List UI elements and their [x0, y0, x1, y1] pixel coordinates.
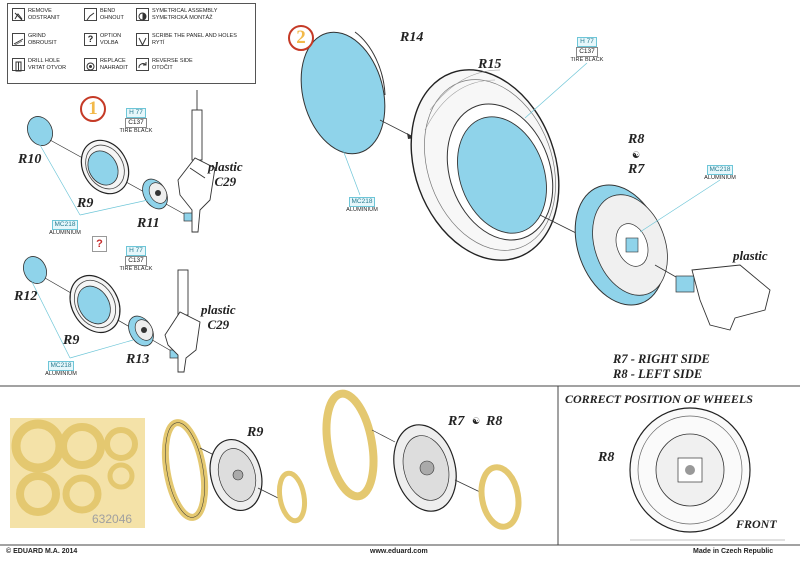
plastic-strut-label: plastic — [733, 248, 768, 263]
mask-sheet — [10, 418, 145, 528]
part-label-r9-mask: R9 — [247, 425, 264, 440]
bend-icon — [84, 8, 97, 21]
drill-hole-icon — [12, 58, 25, 72]
symmetrical-icon-r7r8: ☯ — [632, 150, 641, 160]
step-1-badge: 1 — [80, 96, 106, 122]
part-label-r9: R9 — [77, 196, 94, 211]
callout-tire-black-lower: H 77 C137 TIRE BLACK — [119, 246, 153, 272]
remove-icon — [12, 8, 25, 21]
part-label-r7-mask: R7 — [448, 414, 465, 429]
part-label-r9-alt: R9 — [63, 333, 80, 348]
option-icon: ? — [84, 33, 97, 46]
part-label-r13: R13 — [126, 352, 150, 367]
mask-ring-r9-inner — [276, 470, 308, 524]
strut-c29-upper — [177, 90, 216, 233]
callout-aluminium-hub: MC218 ALUMINIUM — [704, 165, 736, 181]
mask-ring-r7-inner — [478, 464, 522, 530]
mask-set-code: 632046 — [92, 512, 133, 526]
callout-aluminium-lower: MC218 ALUMINIUM — [45, 361, 77, 377]
correct-position-title: CORRECT POSITION OF WHEELS — [565, 392, 753, 406]
reverse-side-icon — [136, 58, 149, 71]
r10-hubcap — [27, 116, 53, 146]
part-label-r8-mask: R8 — [486, 414, 503, 429]
part-label-r10: R10 — [18, 152, 42, 167]
step-2-badge: 2 — [288, 25, 314, 51]
r14-hubcap — [300, 31, 386, 155]
callout-aluminium-upper: MC218 ALUMINIUM — [49, 220, 81, 236]
r12-hubcap — [23, 256, 47, 284]
callout-tire-black-upper: H 77 C137 TIRE BLACK — [119, 108, 153, 134]
grind-icon — [12, 33, 25, 46]
r7-r8-mask-wheel — [393, 424, 457, 512]
r9-mask-wheel — [209, 439, 263, 511]
symmetrical-icon-mask: ☯ — [472, 416, 481, 426]
r7-r8-hub — [574, 184, 668, 306]
part-label-r7: R7 — [628, 162, 645, 177]
part-label-r12: R12 — [14, 289, 38, 304]
part-label-r14: R14 — [400, 30, 424, 45]
part-label-r8: R8 — [628, 132, 645, 147]
replace-icon — [84, 58, 97, 71]
footer-copyright: © EDUARD M.A. 2014 — [6, 548, 78, 555]
part-label-r8-correct: R8 — [598, 450, 615, 465]
part-label-r15: R15 — [478, 57, 502, 72]
plastic-strut — [691, 264, 771, 331]
option-marker: ? — [92, 236, 107, 252]
scribe-icon — [136, 33, 149, 47]
footer-made-in: Made in Czech Republic — [693, 548, 774, 555]
part-label-r11: R11 — [137, 216, 160, 231]
callout-aluminium-r14: MC218 ALUMINIUM — [346, 197, 378, 213]
mask-ring-r7-outer — [322, 389, 378, 501]
strut-c29-lower — [164, 269, 201, 373]
footer-website: www.eduard.com — [370, 548, 428, 555]
r15-tire — [410, 69, 560, 261]
correct-position-wheel — [629, 407, 751, 533]
callout-tire-black-r15: H 77 C137 TIRE BLACK — [570, 37, 604, 63]
symmetrical-assembly-icon — [136, 8, 149, 21]
front-label: FRONT — [736, 517, 777, 531]
